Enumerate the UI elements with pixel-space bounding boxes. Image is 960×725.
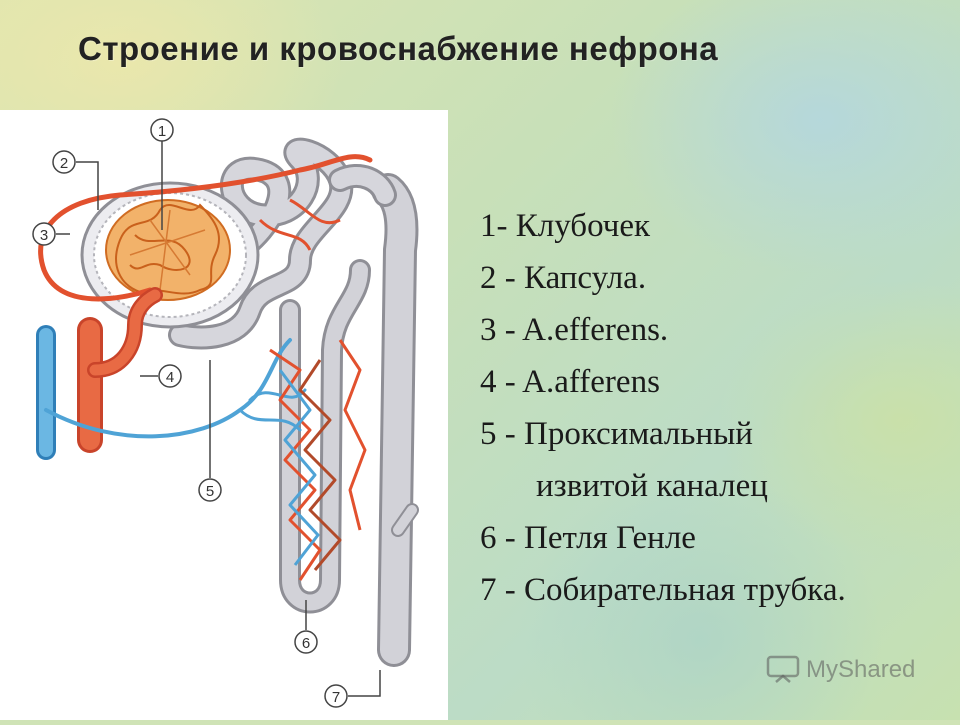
callout-lines — [56, 140, 381, 697]
nephron-illustration: 1 2 3 4 5 6 7 — [32, 118, 419, 708]
legend-item-5-continued: извитой каналец — [536, 468, 768, 504]
label-5: 5 — [198, 478, 222, 502]
loop-of-henle — [279, 259, 371, 614]
legend-list: 1- Клубочек 2 - Капсула. 3 - A.efferens.… — [480, 200, 846, 616]
label-4: 4 — [158, 364, 182, 388]
svg-text:7: 7 — [332, 689, 340, 706]
svg-text:4: 4 — [166, 369, 174, 386]
legend-item-7: 7 - Собирательная трубка. — [480, 572, 846, 608]
collecting-duct — [371, 173, 419, 667]
afferent-artery — [77, 287, 163, 453]
renal-vein — [36, 325, 307, 460]
label-1: 1 — [150, 118, 174, 142]
legend-item-4: 4 - A.afferens — [480, 364, 660, 400]
efferent-arteriole — [38, 154, 373, 302]
capillary-network — [258, 198, 367, 581]
label-6: 6 — [294, 630, 318, 654]
legend-item-3: 3 - A.efferens. — [480, 312, 669, 348]
watermark-text: MyShared — [806, 656, 916, 683]
legend-item-2: 2 - Капсула. — [480, 260, 647, 296]
legend-item-1: 1- Клубочек — [480, 208, 650, 244]
watermark: MyShared — [766, 655, 915, 685]
label-3: 3 — [32, 222, 56, 246]
svg-text:2: 2 — [60, 155, 68, 172]
svg-text:5: 5 — [206, 483, 214, 500]
legend-item-5: 5 - Проксимальный — [480, 416, 753, 452]
glomerulus — [105, 199, 231, 301]
svg-text:1: 1 — [158, 123, 166, 140]
label-2: 2 — [52, 150, 76, 174]
label-7: 7 — [324, 684, 348, 708]
legend-item-6: 6 - Петля Генле — [480, 520, 696, 556]
svg-text:6: 6 — [302, 635, 310, 652]
page-title: Строение и кровоснабжение нефрона — [78, 30, 719, 67]
proximal-tubule — [168, 137, 397, 350]
nephron-diagram: 1 2 3 4 5 6 7 — [0, 110, 448, 720]
projector-screen-icon — [766, 655, 800, 683]
svg-text:3: 3 — [40, 227, 48, 244]
